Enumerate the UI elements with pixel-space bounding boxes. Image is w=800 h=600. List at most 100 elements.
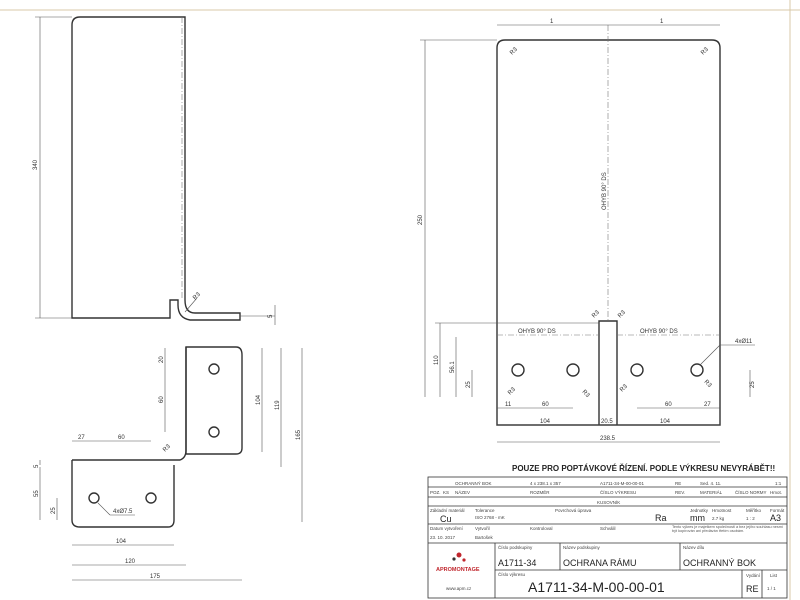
bom-cell: A1711-34-M-00-00-01 — [600, 481, 644, 486]
radius-slot-right: R3 — [617, 309, 627, 319]
bom-cell: OCHRANNÝ BOK — [455, 480, 492, 486]
bom-header-cell: NÁZEV — [455, 489, 470, 495]
dim-175: 175 — [150, 574, 161, 580]
radius-bottom-2: R3 — [581, 389, 591, 399]
sheet-label: List — [770, 573, 778, 578]
dim-20: 20 — [159, 356, 165, 363]
dim-60-horizontal: 60 — [118, 435, 125, 441]
bom-header-cell: ROZMĚR — [530, 488, 550, 495]
approve-label: Schválil — [600, 526, 616, 531]
weight-value: 2.7 kg — [712, 516, 725, 521]
assembly-no-label: Číslo podskupiny — [498, 544, 533, 550]
date-value: 23. 10. 2017 — [430, 535, 456, 540]
assembly-no: A1711-34 — [498, 558, 536, 568]
title-block: POUZE PRO POPTÁVKOVÉ ŘÍZENÍ. PODLE VÝKRE… — [427, 464, 788, 599]
radius-bottom-1: R3 — [507, 386, 517, 396]
warning-note: POUZE PRO POPTÁVKOVÉ ŘÍZENÍ. PODLE VÝKRE… — [512, 464, 775, 473]
bom-header-cell: Hmot. — [770, 490, 782, 495]
format-label: Formát — [770, 508, 785, 513]
top-view-bottom-left: 20 60 104 119 165 27 60 R3 5 55 25 4xØ7.… — [34, 346, 303, 581]
assembly-name-label: Název podskupiny — [563, 545, 601, 550]
dim-27: 27 — [78, 435, 85, 441]
dim-60-left: 60 — [542, 402, 549, 408]
dim-27: 27 — [704, 402, 711, 408]
bom-cell: Sed. 4. 11. — [700, 481, 721, 486]
bom-header-cell: KS — [443, 490, 449, 495]
dim-25: 25 — [51, 507, 57, 514]
dim-104-right: 104 — [660, 419, 671, 425]
dim-55: 55 — [34, 490, 40, 497]
dim-165: 165 — [296, 429, 302, 440]
dim-11: 11 — [505, 402, 512, 408]
company-web: www.apm.cz — [446, 586, 472, 591]
dim-60-right: 60 — [665, 402, 672, 408]
dim-5: 5 — [34, 464, 40, 468]
dim-top-left: 1 — [550, 19, 554, 25]
bend-note-right: OHYB 90° DS — [640, 329, 678, 335]
radius-slot-left: R3 — [591, 309, 601, 319]
radius-top-right: R3 — [700, 46, 710, 56]
bend-note: OHYB 90° DS — [602, 172, 608, 210]
scale-value: 1 : 2 — [746, 516, 755, 521]
dim-104-left: 104 — [540, 419, 551, 425]
radius-bottom-3: R3 — [619, 383, 629, 393]
dim-25-left: 25 — [466, 381, 472, 388]
part-name-label: Název dílu — [683, 545, 705, 550]
bom-header: POZ. KS NÁZEV ROZMĚR ČÍSLO VÝKRESU REV. … — [430, 488, 782, 495]
bom-cell: 4 x 238.1 x 357 — [530, 481, 561, 486]
dim-20-5: 20.5 — [601, 419, 613, 425]
units-value: mm — [690, 513, 705, 523]
format-value: A3 — [770, 513, 781, 523]
dim-radius: R3 — [162, 443, 172, 453]
holes-callout: 4xØ11 — [735, 339, 753, 345]
dim-radius: R3 — [192, 291, 202, 301]
drawing-no-label: Číslo výkresu — [498, 571, 526, 577]
dim-overall-width: 238.5 — [600, 436, 616, 442]
bom-header-cell: POZ. — [430, 490, 441, 495]
side-view-top-left: 340 5 R3 — [33, 16, 276, 325]
holes-callout: 4xØ7.5 — [113, 509, 133, 515]
dim-thickness: 5 — [268, 314, 274, 318]
dim-120: 120 — [125, 559, 136, 565]
bend-note-left: OHYB 90° DS — [518, 329, 556, 335]
tolerance-value: ISO 2768 - mK — [475, 515, 505, 520]
bom-header-cell: REV. — [675, 490, 685, 495]
legal-notice: Tento výkres je majetkem společnosti a b… — [672, 525, 784, 534]
drawn-value: Bartošek — [475, 535, 494, 540]
tolerance-label: Tolerance — [475, 508, 495, 513]
bom-header-cell: ČÍSLO VÝKRESU — [600, 489, 636, 495]
dim-104-vertical: 104 — [256, 394, 262, 405]
revision-label: Vydání — [746, 573, 761, 578]
weight-label: Hmotnost — [712, 508, 732, 513]
date-label: Datum vytvoření — [430, 526, 464, 531]
bom-cell: 1:1 — [775, 481, 782, 486]
radius-bottom-4: R3 — [703, 379, 713, 389]
units-label: Jednotky — [690, 508, 709, 513]
material-value: Cu — [440, 514, 452, 524]
surface-value: Ra — [655, 513, 667, 523]
material-label: Základní materiál — [430, 508, 465, 513]
revision-value: RE — [746, 584, 759, 594]
dim-25-right: 25 — [750, 381, 756, 388]
dim-104-horizontal: 104 — [116, 539, 127, 545]
surface-label: Povrchová úprava — [555, 508, 592, 513]
bom-header-cell: MATERIÁL — [700, 489, 723, 495]
dim-119: 119 — [275, 400, 281, 410]
company-logo: APROMONTAGE www.apm.cz — [436, 552, 480, 591]
dim-56: 56.1 — [450, 361, 456, 373]
part-name: OCHRANNÝ BOK — [683, 558, 756, 568]
company-name: APROMONTAGE — [436, 567, 480, 573]
bom-header-cell: ČÍSLO NORMY — [735, 489, 767, 495]
drawn-label: Vytvořil — [475, 526, 490, 531]
sheet-value: 1 / 1 — [767, 586, 776, 591]
dim-height: 250 — [418, 214, 424, 225]
scale-label: Měřítko — [746, 508, 762, 513]
bom-row: OCHRANNÝ BOK 4 x 238.1 x 357 A1711-34-M-… — [455, 480, 782, 486]
flat-pattern-view-right: 1 1 250 OHYB 90° DS R3 R3 R3 R3 110 56.1… — [418, 19, 756, 443]
drawing-number: A1711-34-M-00-00-01 — [528, 579, 665, 595]
dim-60-vertical: 60 — [159, 396, 165, 403]
bom-title: KUSOVNÍK — [597, 499, 620, 505]
check-label: Kontroloval — [530, 526, 553, 531]
